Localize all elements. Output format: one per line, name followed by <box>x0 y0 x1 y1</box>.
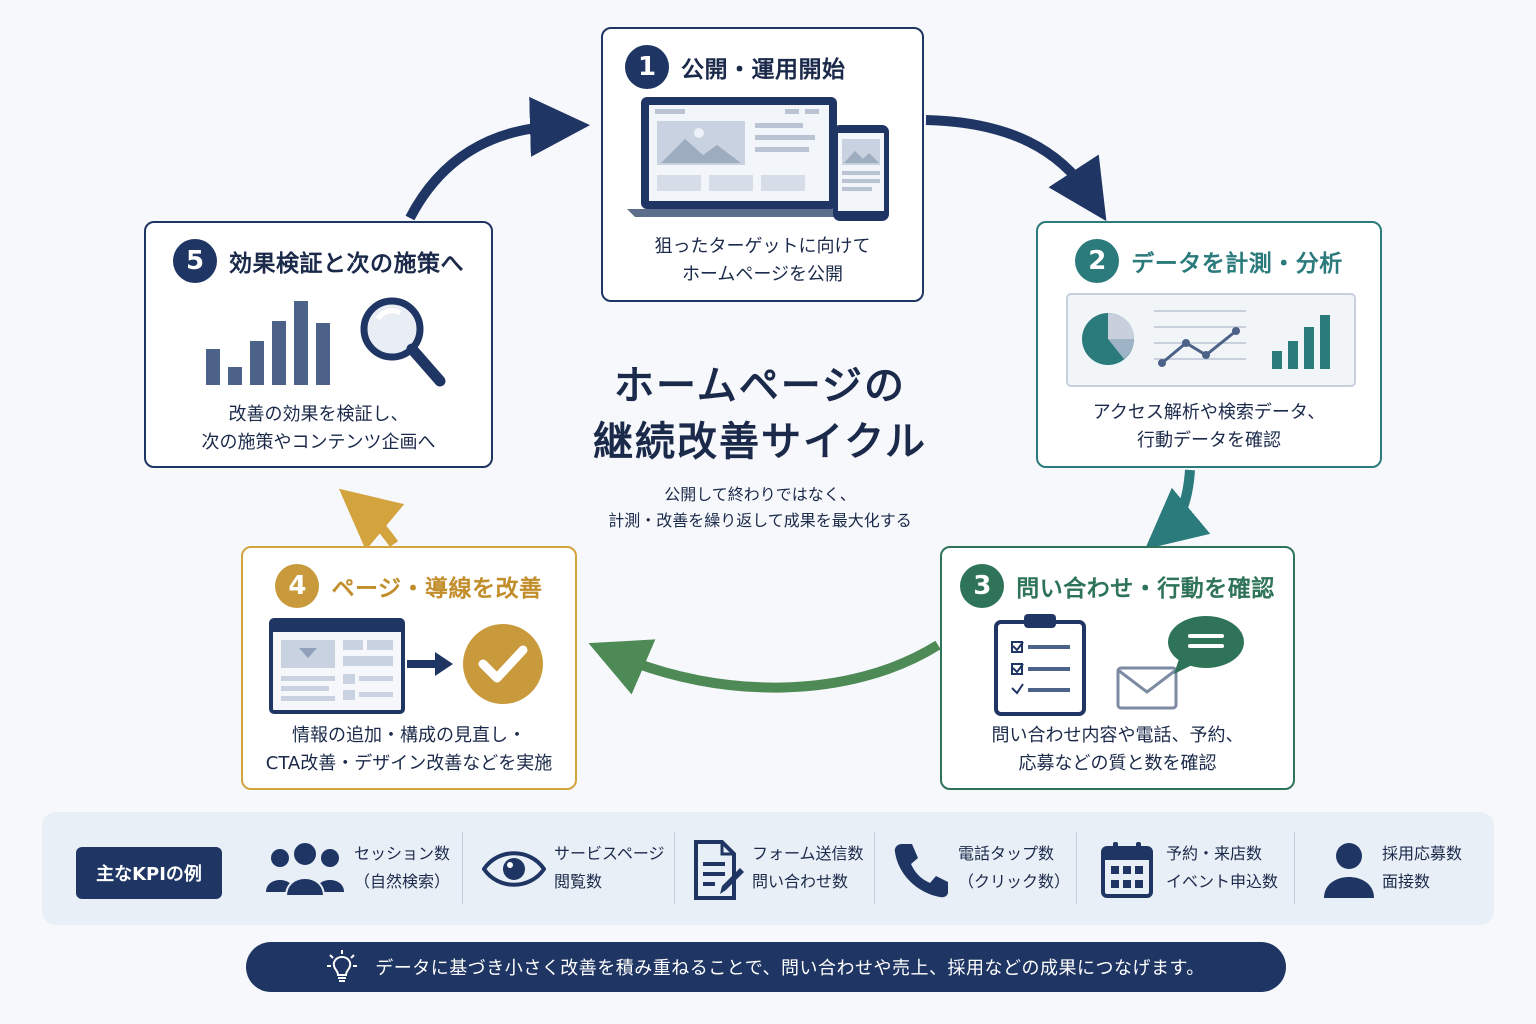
kpi-forms-text: フォーム送信数 問い合わせ数 <box>752 840 864 896</box>
step-3-title: 問い合わせ・行動を確認 <box>1016 576 1275 602</box>
step-2-desc-line1: アクセス解析や検索データ、 <box>1092 402 1326 423</box>
step-2-title: データを計測・分析 <box>1131 251 1343 277</box>
kpi-panel: 主なKPIの例 セッション数 （自然検索） サー <box>42 812 1494 925</box>
kpi-item-reservations: 予約・来店数 イベント申込数 <box>1100 834 1300 904</box>
analytics-dashboard-icon <box>1066 293 1356 387</box>
kpi-sessions-text: セッション数 （自然検索） <box>354 840 450 896</box>
step-1-header: 1 公開・運用開始 <box>603 45 922 89</box>
step-4-description: 情報の追加・構成の見直し・ CTA改善・デザイン改善などを実施 <box>251 722 567 778</box>
summary-banner-text: データに基づき小さく改善を積み重ねることで、問い合わせや売上、採用などの成果につ… <box>375 958 1205 979</box>
step-4-title: ページ・導線を改善 <box>331 576 543 602</box>
eye-icon <box>482 851 546 887</box>
kpi-pageviews-line2: 閲覧数 <box>554 872 603 891</box>
form-icon <box>694 840 744 900</box>
kpi-pageviews-line1: サービスページ <box>554 844 665 863</box>
step-card-3: 3 問い合わせ・行動を確認 問い合わせ内容や電話、予約、 応募などの質と数を確認 <box>940 546 1295 790</box>
step-2-number: 2 <box>1075 239 1120 283</box>
step-1-description: 狙ったターゲットに向けて ホームページを公開 <box>611 233 914 289</box>
step-3-desc-line1: 問い合わせ内容や電話、予約、 <box>991 725 1244 746</box>
kpi-recruiting-line2: 面接数 <box>1382 872 1431 891</box>
diagram-title-line1: ホームページの <box>614 363 906 409</box>
kpi-separator <box>1076 832 1077 904</box>
bar-chart-magnifier-icon <box>206 297 446 387</box>
kpi-separator <box>874 832 875 904</box>
kpi-reservations-line2: イベント申込数 <box>1166 872 1279 891</box>
step-1-title: 公開・運用開始 <box>681 57 846 83</box>
lightbulb-icon <box>327 950 358 982</box>
kpi-item-phone: 電話タップ数 （クリック数） <box>892 834 1092 904</box>
diagram-subtitle-line1: 公開して終わりではなく、 <box>664 485 856 504</box>
person-icon <box>1324 843 1374 898</box>
step-5-desc-line1: 改善の効果を検証し、 <box>228 404 409 425</box>
step-3-number: 3 <box>960 564 1005 608</box>
step-3-header: 3 問い合わせ・行動を確認 <box>942 564 1293 608</box>
kpi-sessions-line1: セッション数 <box>354 844 451 863</box>
step-card-1: 1 公開・運用開始 狙ったタ <box>601 27 924 302</box>
arrow-3-to-4 <box>588 639 941 695</box>
step-5-title: 効果検証と次の施策へ <box>229 251 464 277</box>
step-5-desc-line2: 次の施策やコンテンツ企画へ <box>201 432 436 453</box>
step-card-2: 2 データを計測・分析 アクセス解析や検索データ、 行動データを確認 <box>1036 221 1382 468</box>
kpi-item-pageviews: サービスページ 閲覧数 <box>482 834 682 904</box>
kpi-phone-line1: 電話タップ数 <box>958 844 1055 863</box>
step-2-desc-line2: 行動データを確認 <box>1137 430 1281 451</box>
arrow-1-to-2 <box>925 115 1107 222</box>
step-1-desc-line1: 狙ったターゲットに向けて <box>654 236 871 257</box>
step-4-number: 4 <box>275 564 320 608</box>
kpi-item-sessions: セッション数 （自然検索） <box>264 834 464 904</box>
kpi-pageviews-text: サービスページ 閲覧数 <box>554 840 665 896</box>
users-icon <box>266 841 344 897</box>
summary-banner: データに基づき小さく改善を積み重ねることで、問い合わせや売上、採用などの成果につ… <box>246 942 1286 992</box>
step-2-header: 2 データを計測・分析 <box>1038 239 1380 283</box>
page-improve-check-icon <box>269 618 543 714</box>
step-5-header: 5 効果検証と次の施策へ <box>146 239 491 283</box>
kpi-label: 主なKPIの例 <box>76 847 222 899</box>
kpi-separator <box>462 832 463 904</box>
diagram-subtitle: 公開して終わりではなく、 計測・改善を繰り返して成果を最大化する <box>560 482 960 534</box>
step-card-5: 5 効果検証と次の施策へ 改善の効果を検証し、 次の施策やコンテンツ企画へ <box>144 221 493 468</box>
arrow-4-to-5 <box>338 488 405 551</box>
kpi-phone-line2: （クリック数） <box>958 872 1071 891</box>
arrow-5-to-1 <box>405 96 590 221</box>
kpi-forms-line1: フォーム送信数 <box>752 844 864 863</box>
step-3-description: 問い合わせ内容や電話、予約、 応募などの質と数を確認 <box>950 722 1285 778</box>
step-2-description: アクセス解析や検索データ、 行動データを確認 <box>1046 399 1372 455</box>
step-3-desc-line2: 応募などの質と数を確認 <box>1018 753 1217 774</box>
diagram-subtitle-line2: 計測・改善を繰り返して成果を最大化する <box>608 511 912 530</box>
diagram-title: ホームページの 継続改善サイクル <box>560 358 960 470</box>
arrow-2-to-3 <box>1144 469 1211 550</box>
kpi-reservations-line1: 予約・来店数 <box>1166 844 1263 863</box>
step-5-number: 5 <box>173 239 217 283</box>
step-5-description: 改善の効果を検証し、 次の施策やコンテンツ企画へ <box>154 401 483 457</box>
kpi-item-forms: フォーム送信数 問い合わせ数 <box>692 834 892 904</box>
kpi-reservations-text: 予約・来店数 イベント申込数 <box>1166 840 1278 896</box>
kpi-forms-line2: 問い合わせ数 <box>752 872 849 891</box>
step-1-desc-line2: ホームページを公開 <box>681 264 844 285</box>
step-1-number: 1 <box>625 45 669 89</box>
kpi-separator <box>1294 832 1295 904</box>
diagram-title-line2: 継続改善サイクル <box>593 419 927 465</box>
clipboard-mail-chat-icon <box>994 614 1244 716</box>
kpi-item-recruiting: 採用応募数 面接数 <box>1322 834 1492 904</box>
step-4-desc-line1: 情報の追加・構成の見直し・ <box>292 725 526 746</box>
step-card-4: 4 ページ・導線を改善 情報の追加・構成の見直し・ CTA改善・デザイン <box>241 546 577 790</box>
kpi-separator <box>674 832 675 904</box>
laptop-phone-icon <box>627 97 889 221</box>
kpi-sessions-line2: （自然検索） <box>354 872 451 891</box>
calendar-icon <box>1101 842 1153 898</box>
step-4-header: 4 ページ・導線を改善 <box>243 564 575 608</box>
kpi-recruiting-line1: 採用応募数 <box>1382 844 1463 863</box>
kpi-phone-text: 電話タップ数 （クリック数） <box>958 840 1070 896</box>
phone-icon <box>894 844 948 898</box>
kpi-recruiting-text: 採用応募数 面接数 <box>1382 840 1462 896</box>
step-4-desc-line2: CTA改善・デザイン改善などを実施 <box>265 753 553 774</box>
